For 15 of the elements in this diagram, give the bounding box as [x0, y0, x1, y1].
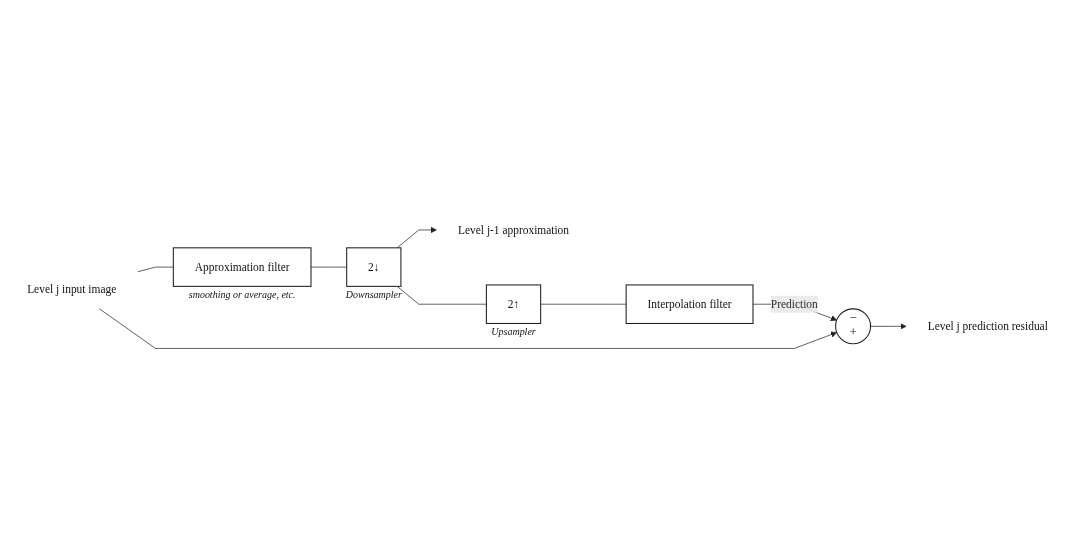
node-text: Level j input image [27, 282, 117, 295]
connector [396, 285, 487, 305]
connector [540, 303, 627, 305]
annotation-text: Upsampler [491, 325, 536, 337]
node-box: Interpolation filter [625, 284, 754, 324]
annotation-text: smoothing or average, etc. [188, 288, 296, 300]
edge-label: Prediction [770, 297, 818, 310]
node-text: Level j-1 approximation [458, 223, 570, 236]
annotation-text: Downsampler [345, 288, 402, 300]
node-circle: − + [835, 308, 872, 345]
connector [137, 266, 174, 273]
node-box: Approximation filter [172, 247, 312, 287]
node-text: Level j prediction residual [927, 319, 1048, 332]
node-box: 2↑ [485, 284, 542, 324]
node-box: 2↓ [346, 247, 402, 287]
